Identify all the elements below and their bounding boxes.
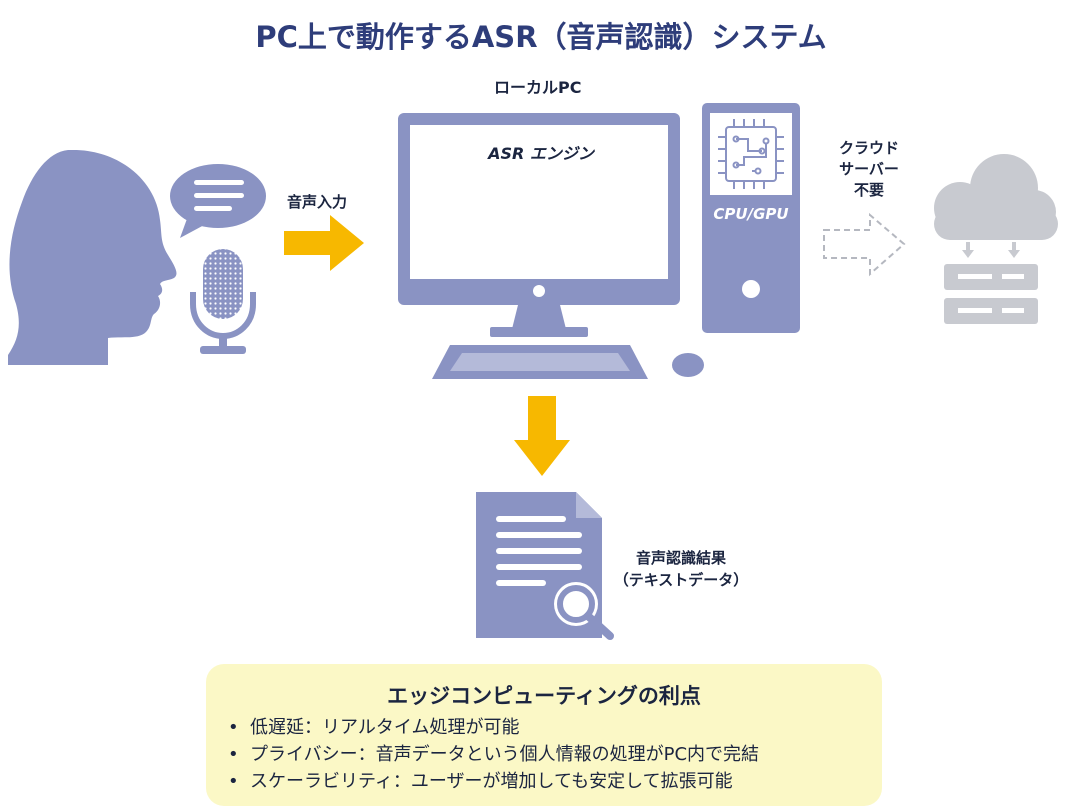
result-label-line1: 音声認識結果 — [635, 549, 726, 567]
benefits-list: • 低遅延：リアルタイム処理が可能 • プライバシー：音声データという個人情報の処理… — [228, 714, 759, 795]
cloud-not-required-label: クラウド サーバー 不要 — [824, 138, 914, 201]
document-icon — [476, 492, 614, 640]
asr-engine-label: ASR エンジン — [488, 144, 594, 163]
benefits-title: エッジコンピューティングの利点 — [387, 684, 701, 708]
cloud-icon — [934, 154, 1058, 240]
speaker-group — [8, 150, 266, 365]
benefits-panel: エッジコンピューティングの利点 • 低遅延：リアルタイム処理が可能 • プライバシー… — [206, 664, 882, 806]
head-icon — [8, 150, 177, 365]
audio-input-label: 音声入力 — [287, 193, 348, 211]
local-pc-label: ローカルPC — [494, 78, 582, 97]
chip-icon — [718, 119, 784, 189]
tower-icon — [702, 103, 800, 333]
bullet: • — [228, 771, 239, 792]
server-icon — [944, 264, 1038, 324]
benefit-text: プライバシー：音声データという個人情報の処理がPC内で完結 — [250, 744, 760, 765]
cloud-label-line3: 不要 — [853, 181, 884, 199]
benefit-text: 低遅延：リアルタイム処理が可能 — [250, 717, 520, 738]
cloud-label-line2: サーバー — [839, 160, 899, 178]
waveform-icon — [443, 173, 635, 259]
output-arrow — [514, 396, 570, 476]
speech-bubble-icon — [170, 164, 266, 238]
bullet: • — [228, 717, 239, 738]
benefit-item: • スケーラビリティ：ユーザーが増加しても安定して拡張可能 — [228, 768, 759, 795]
microphone-icon — [190, 249, 256, 354]
benefit-text: スケーラビリティ：ユーザーが増加しても安定して拡張可能 — [250, 771, 733, 792]
bullet: • — [228, 744, 239, 765]
monitor-icon — [398, 113, 680, 379]
cpu-gpu-label: CPU/GPU — [713, 205, 789, 223]
benefit-item: • 低遅延：リアルタイム処理が可能 — [228, 714, 759, 741]
result-label: 音声認識結果 （テキストデータ） — [606, 547, 756, 591]
mouse-icon — [672, 353, 704, 377]
cloud-server-group — [934, 154, 1058, 324]
input-arrow — [284, 215, 364, 271]
keyboard-icon — [432, 345, 648, 379]
result-label-line2: （テキストデータ） — [613, 571, 749, 589]
cloud-label-line1: クラウド — [838, 139, 899, 157]
page-title: PC上で動作するASR（音声認識）システム — [255, 20, 827, 54]
dashed-arrow — [823, 212, 906, 277]
magnifier-icon — [554, 582, 614, 640]
benefit-item: • プライバシー：音声データという個人情報の処理がPC内で完結 — [228, 741, 759, 768]
